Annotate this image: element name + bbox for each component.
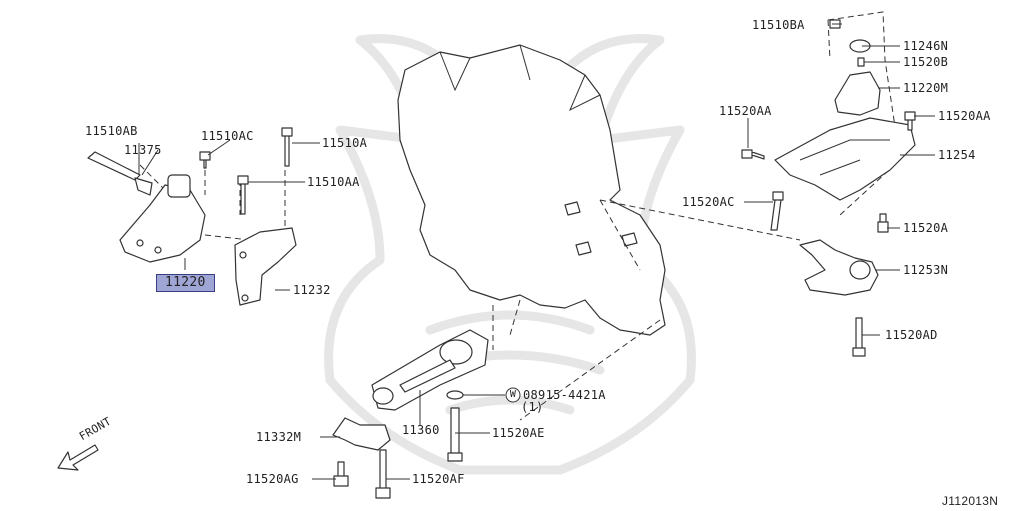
bolt-11520AC bbox=[770, 191, 784, 231]
label-11520AG[interactable]: 11520AG bbox=[246, 472, 299, 486]
leader-lines bbox=[138, 23, 935, 480]
mount-11220-bush bbox=[167, 174, 191, 198]
label-11253N[interactable]: 11253N bbox=[903, 263, 949, 277]
bracket-11253N bbox=[799, 239, 879, 296]
label-11510A[interactable]: 11510A bbox=[322, 136, 368, 150]
bracket-11332M bbox=[332, 417, 391, 451]
label-08915-quantity: (1) bbox=[521, 400, 544, 414]
label-11510AB[interactable]: 11510AB bbox=[85, 124, 138, 138]
label-11520B[interactable]: 11520B bbox=[903, 55, 949, 69]
bolt-11510AC bbox=[199, 151, 211, 169]
washer-symbol: W bbox=[509, 389, 517, 400]
bolt-11510A bbox=[281, 127, 293, 167]
engine-block bbox=[397, 44, 666, 336]
bolt-11520AF bbox=[375, 449, 391, 499]
label-11254[interactable]: 11254 bbox=[938, 148, 976, 162]
bolt-11520AE bbox=[447, 407, 463, 462]
bolt-11520AA-right bbox=[904, 111, 916, 131]
diagram-id: J112013N bbox=[942, 494, 999, 508]
engine-bracket-tabs bbox=[564, 201, 638, 256]
bolt-11520AG bbox=[333, 461, 349, 487]
mount-11220M bbox=[834, 71, 881, 116]
label-11232[interactable]: 11232 bbox=[293, 283, 331, 297]
bolt-11520AD bbox=[852, 317, 866, 357]
mount-11220 bbox=[119, 184, 206, 263]
label-11520AE[interactable]: 11520AE bbox=[492, 426, 545, 440]
bolt-11510AB bbox=[87, 151, 141, 181]
label-11520AA-left[interactable]: 11520AA bbox=[719, 104, 772, 118]
bracket-11232 bbox=[234, 227, 297, 306]
relation-lines bbox=[492, 11, 901, 421]
label-11520AD[interactable]: 11520AD bbox=[885, 328, 938, 342]
label-11510AA[interactable]: 11510AA bbox=[307, 175, 360, 189]
clip-11375 bbox=[134, 177, 153, 196]
bracket-11254 bbox=[774, 117, 916, 201]
label-11520AF[interactable]: 11520AF bbox=[412, 472, 465, 486]
label-11220-selected[interactable]: 11220 bbox=[156, 274, 215, 292]
label-11520AA-right[interactable]: 11520AA bbox=[938, 109, 991, 123]
engine-detail bbox=[439, 44, 601, 112]
bolt-11520AA-left bbox=[741, 149, 765, 160]
label-11375[interactable]: 11375 bbox=[124, 143, 162, 157]
washer-08915 bbox=[446, 390, 464, 400]
label-11510AC[interactable]: 11510AC bbox=[201, 129, 254, 143]
label-11520A[interactable]: 11520A bbox=[903, 221, 949, 235]
label-11246N[interactable]: 11246N bbox=[903, 39, 949, 53]
label-11510BA[interactable]: 11510BA bbox=[752, 18, 805, 32]
label-11220M[interactable]: 11220M bbox=[903, 81, 949, 95]
front-arrow-icon bbox=[57, 444, 99, 471]
washer-symbol-circle bbox=[505, 387, 521, 403]
label-08915-4421A[interactable]: 08915-4421A bbox=[523, 388, 606, 402]
label-11520AC[interactable]: 11520AC bbox=[682, 195, 735, 209]
bolt-11510AA bbox=[237, 175, 249, 215]
bolt-11520B bbox=[857, 57, 865, 67]
label-11360[interactable]: 11360 bbox=[402, 423, 440, 437]
label-11332M[interactable]: 11332M bbox=[256, 430, 302, 444]
bolt-11520A bbox=[877, 213, 889, 233]
